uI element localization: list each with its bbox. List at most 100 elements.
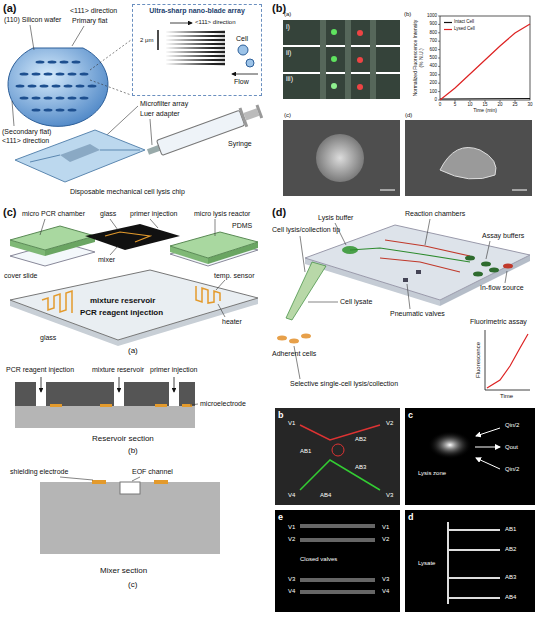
part-label: micro PCR chamber xyxy=(22,210,85,218)
part-label: AB2 xyxy=(505,546,516,553)
axis-tick: 0 xyxy=(439,102,442,107)
axis-tick: 800 xyxy=(429,30,437,35)
part-label: primer injection xyxy=(150,366,197,374)
axis-tick: 100 xyxy=(429,89,437,94)
part-label: Microfilter array xyxy=(140,100,188,108)
axis-tick: 10 xyxy=(467,102,472,107)
part-label: V3 xyxy=(288,576,295,583)
legend-line xyxy=(444,27,452,32)
panel-label: (d) xyxy=(405,112,412,119)
part-label: heater xyxy=(222,318,242,326)
part-label: temp. sensor xyxy=(214,272,254,280)
panel-label: (c) xyxy=(284,112,291,119)
part-label: V4 xyxy=(288,588,295,595)
part-label: AB3 xyxy=(505,574,516,581)
part-label: Lysis zone xyxy=(418,470,446,477)
axis-tick: 500 xyxy=(429,55,437,60)
part-label: mixture reservoir xyxy=(90,296,155,305)
part-label: Syringe xyxy=(228,140,252,148)
part-label: cover slide xyxy=(4,272,37,280)
panel-label: (a) xyxy=(284,11,291,18)
part-label: AB1 xyxy=(505,526,516,533)
part-label: iii) xyxy=(286,75,293,83)
part-label: Reservoir section xyxy=(92,434,154,443)
panel-label: (b) xyxy=(404,11,411,18)
part-label: V3 xyxy=(382,576,389,583)
part-label: mixer xyxy=(98,256,115,264)
panel-label: (b) xyxy=(272,2,286,15)
part-label: V1 xyxy=(382,524,389,531)
part-label: Cell lysis/collection tip xyxy=(272,226,340,234)
part-label: Fluorimetric assay xyxy=(470,318,527,326)
part-label: V2 xyxy=(386,420,393,427)
part-label: AB4 xyxy=(320,492,331,499)
legend-text: Lysed Cell xyxy=(454,26,475,31)
part-label: glass xyxy=(100,210,116,218)
panel-label: (c) xyxy=(3,206,16,219)
part-label: Time (min) xyxy=(473,108,497,114)
part-label: d xyxy=(408,512,414,522)
part-label: Qin/2 xyxy=(505,466,519,473)
part-label: glass xyxy=(40,334,56,342)
axis-tick: 5 xyxy=(454,102,457,107)
axis-tick: 15 xyxy=(482,102,487,107)
part-label: Pneumatic valves xyxy=(390,310,445,318)
axis-tick: 400 xyxy=(429,64,437,69)
part-label: In-flow source xyxy=(480,284,524,292)
part-label: Time xyxy=(500,393,513,400)
part-label: mixture reservoir xyxy=(92,366,144,374)
axis-tick: 700 xyxy=(429,39,437,44)
part-label: Lysate xyxy=(418,560,435,567)
axis-tick: 1000 xyxy=(427,13,437,18)
axis-tick: 300 xyxy=(429,72,437,77)
part-label: Disposable mechanical cell lysis chip xyxy=(70,188,185,196)
part-label: Cell xyxy=(236,35,248,43)
part-label: Qin/2 xyxy=(505,422,519,429)
part-label: Mixer section xyxy=(100,566,147,575)
panel-label: (d) xyxy=(272,206,286,219)
part-label: V1 xyxy=(288,420,295,427)
axis-tick: 200 xyxy=(429,81,437,86)
legend-text: Intact Cell xyxy=(454,19,474,24)
part-label: PCR reagent injection xyxy=(6,366,74,374)
part-label: Primary flat xyxy=(72,17,107,25)
axis-tick: 30 xyxy=(527,102,532,107)
part-label: (Secondary flat) xyxy=(2,128,51,136)
part-label: micro lysis reactor xyxy=(194,210,250,218)
axis-tick: 0 xyxy=(434,97,437,102)
part-label: b xyxy=(278,410,284,420)
part-label: i) xyxy=(286,23,290,31)
part-label: Assay buffers xyxy=(482,232,524,240)
inset-title: Ultra-sharp nano-blade array xyxy=(133,5,261,15)
axis-tick: 600 xyxy=(429,47,437,52)
part-label: Fluorescence xyxy=(475,330,482,390)
part-label: Luer adapter xyxy=(140,110,180,118)
legend-line xyxy=(444,20,452,25)
part-label: V4 xyxy=(288,492,295,499)
part-label: V2 xyxy=(382,536,389,543)
panel-label: (a) xyxy=(128,346,138,355)
part-label: V3 xyxy=(386,492,393,499)
part-label: <111> direction xyxy=(195,19,235,26)
part-label: V2 xyxy=(288,536,295,543)
part-label: Lysis buffer xyxy=(318,214,353,222)
panel-label: (b) xyxy=(128,446,138,455)
part-label: <111> direction xyxy=(2,137,49,145)
part-label: (110) Silicon wafer xyxy=(4,16,61,24)
part-label: ii) xyxy=(286,49,291,57)
part-label: <111> direction xyxy=(70,7,117,15)
panel-label: (c) xyxy=(128,580,137,589)
axis-tick: 25 xyxy=(512,102,517,107)
part-label: Qout xyxy=(505,444,518,451)
part-label: c xyxy=(408,410,413,420)
part-label: Reaction chambers xyxy=(405,210,465,218)
part-label: AB3 xyxy=(355,464,366,471)
axis-tick: 20 xyxy=(497,102,502,107)
part-label: Flow xyxy=(234,78,249,86)
part-label: PCR reagent injection xyxy=(80,308,163,317)
part-label: Closed valves xyxy=(300,556,337,563)
part-label: shielding electrode xyxy=(10,468,68,476)
part-label: AB2 xyxy=(355,436,366,443)
part-label: e xyxy=(278,512,283,522)
part-label: Cell lysate xyxy=(340,298,372,306)
